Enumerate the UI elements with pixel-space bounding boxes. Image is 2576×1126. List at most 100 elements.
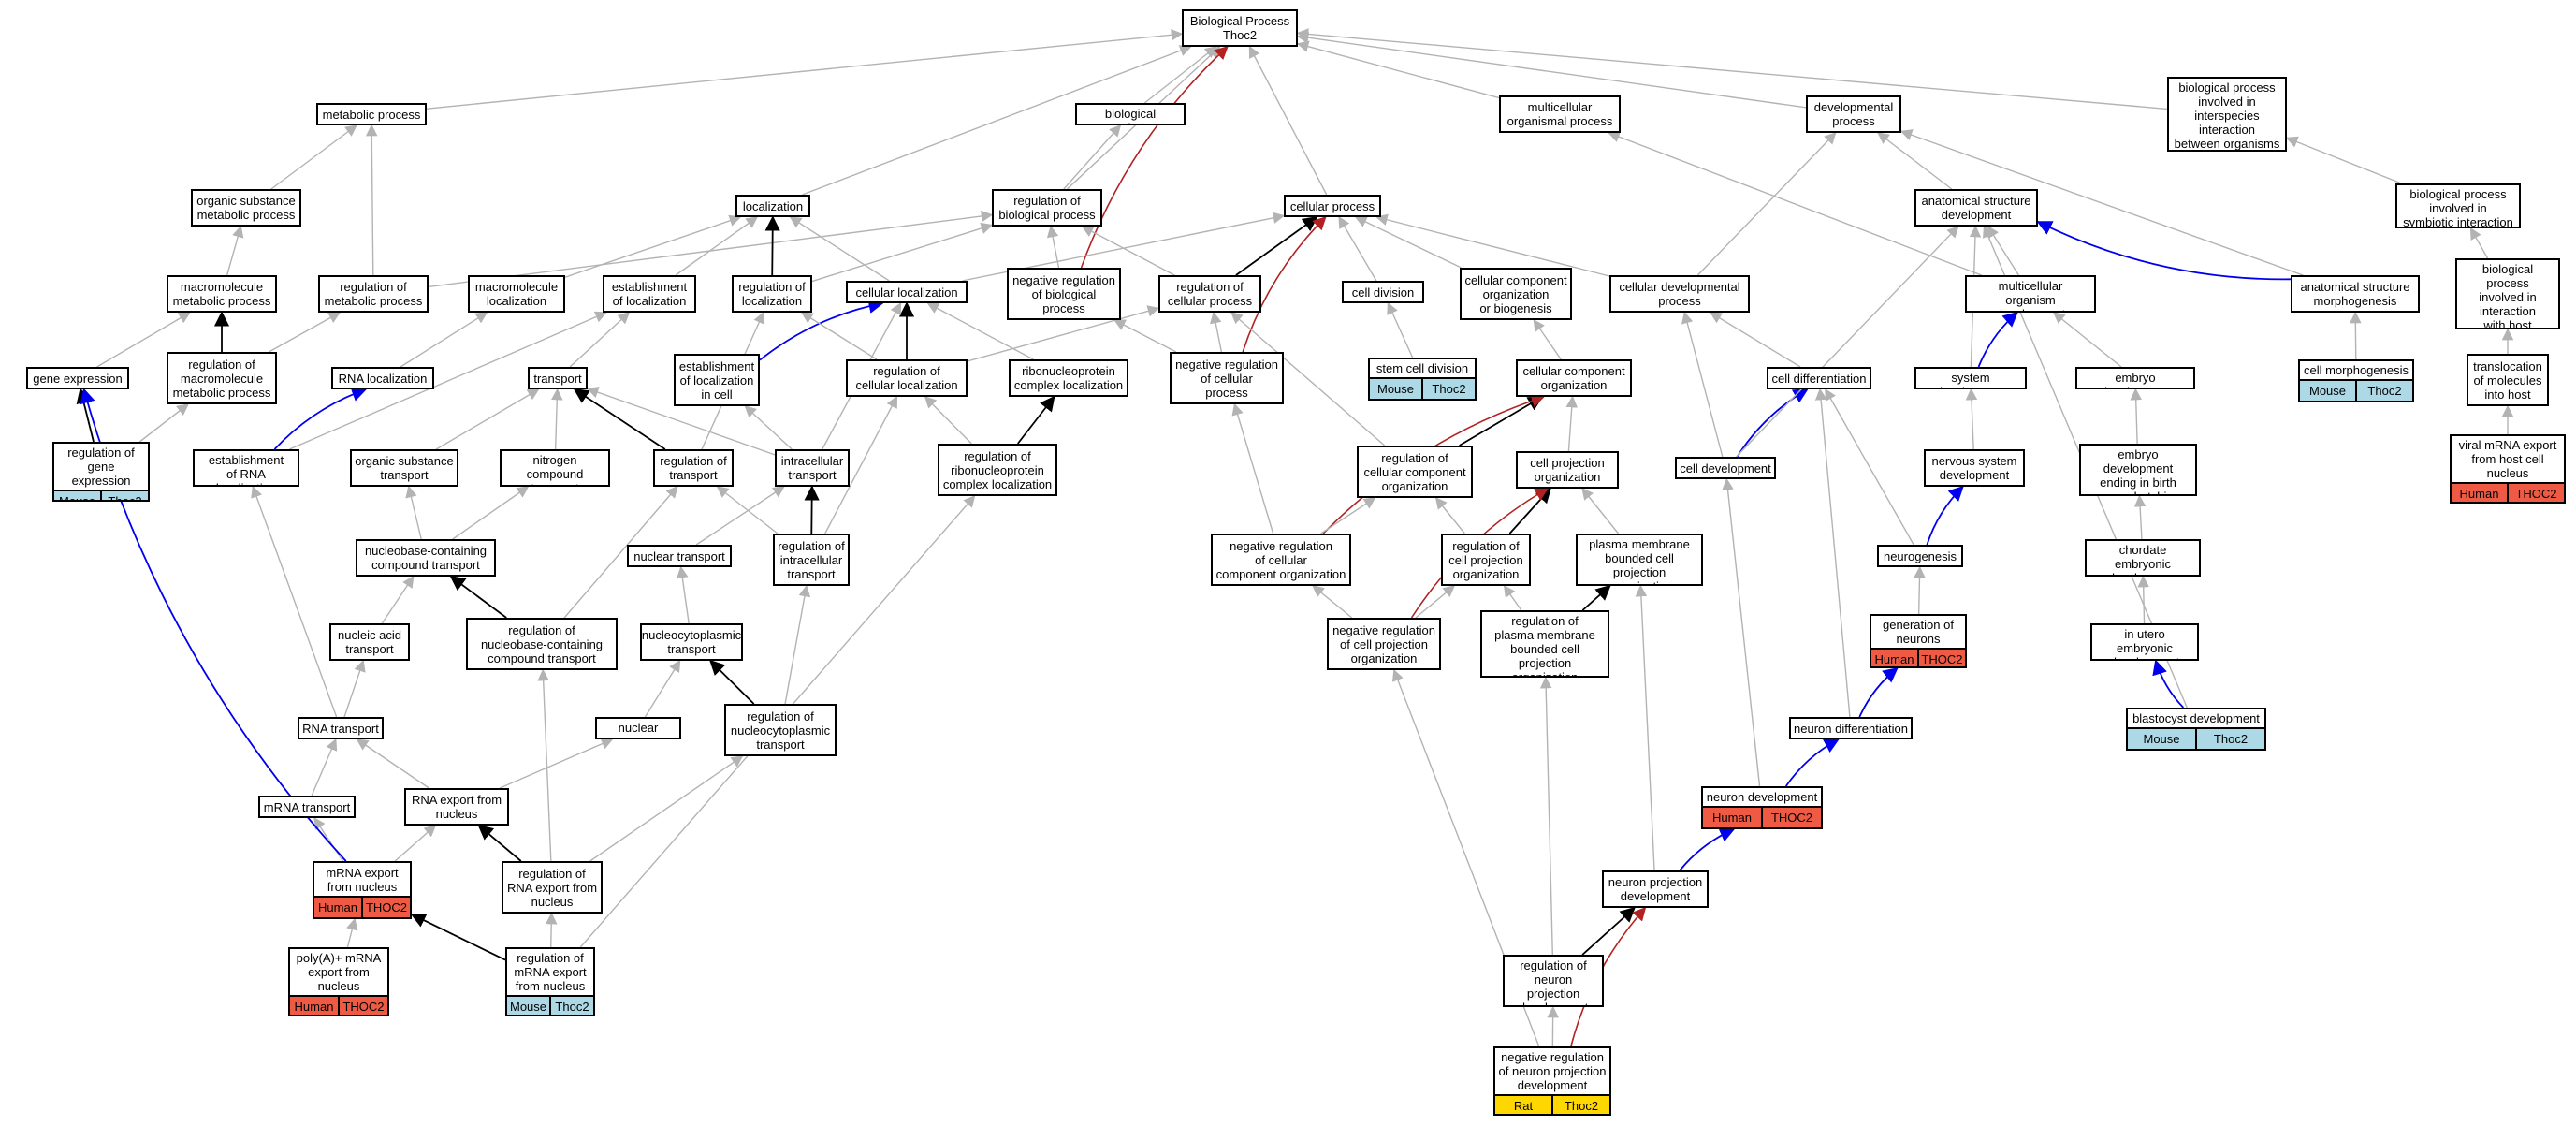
go-term-node-estrnaloc[interactable]: establishment of RNA localization xyxy=(193,449,299,487)
go-term-node-anatdev[interactable]: anatomical structure development xyxy=(1914,189,2038,227)
go-term-label: cellular process xyxy=(1289,198,1375,213)
go-term-node-negregcellproj[interactable]: negative regulation of cell projection o… xyxy=(1327,618,1441,670)
go-term-node-geneexp[interactable]: gene expression xyxy=(26,367,129,389)
go-term-node-rnatrans[interactable]: RNA transport xyxy=(298,717,384,739)
go-term-node-intracell[interactable]: intracellular transport xyxy=(775,449,850,487)
go-term-node-celldiff[interactable]: cell differentiation xyxy=(1767,367,1871,389)
go-term-node-transport[interactable]: transport xyxy=(528,367,588,389)
species-badge: Human xyxy=(1871,650,1919,666)
go-term-node-nuclexport[interactable]: nuclear export xyxy=(595,717,681,739)
go-term-node-neurondiff[interactable]: neuron differentiation xyxy=(1789,717,1913,739)
go-term-node-negregbio[interactable]: negative regulation of biological proces… xyxy=(1007,268,1121,320)
go-term-node-embryoend[interactable]: embryo development ending in birth or eg… xyxy=(2079,444,2197,496)
go-term-node-nitrogen[interactable]: nitrogen compound transport xyxy=(500,449,610,487)
edge-estloc-to-localization xyxy=(675,216,759,276)
go-term-node-hostint[interactable]: biological process involved in interacti… xyxy=(2455,258,2560,329)
go-term-node-regcellloc[interactable]: regulation of cellular localization xyxy=(846,359,968,397)
go-term-node-regnucleocyto[interactable]: regulation of nucleocytoplasmic transpor… xyxy=(724,704,837,756)
go-term-node-metabolic[interactable]: metabolic process xyxy=(316,103,427,125)
go-term-node-regcellprojorg[interactable]: regulation of cell projection organizati… xyxy=(1441,534,1531,586)
go-term-node-macromet[interactable]: macromolecule metabolic process xyxy=(167,275,277,313)
edge-multiorg-to-root xyxy=(1296,40,1500,99)
go-term-node-regrnp[interactable]: regulation of ribonucleoprotein complex … xyxy=(938,444,1057,496)
go-term-node-orgsub[interactable]: organic substance metabolic process xyxy=(191,189,301,227)
edge-nucleobase-to-orgsubtrans xyxy=(405,485,422,540)
go-term-node-symbiotic[interactable]: biological process involved in symbiotic… xyxy=(2395,183,2521,228)
go-term-node-regloc[interactable]: regulation of localization xyxy=(732,275,812,313)
go-term-label: negative regulation of biological proces… xyxy=(1012,272,1115,315)
go-term-node-plasma[interactable]: plasma membrane bounded cell projection … xyxy=(1576,534,1703,586)
go-term-node-regcell[interactable]: regulation of cellular process xyxy=(1158,275,1261,313)
go-term-node-regneuronproj[interactable]: regulation of neuron projection developm… xyxy=(1503,955,1604,1007)
go-term-node-regccorg[interactable]: regulation of cellular component organiz… xyxy=(1357,446,1473,498)
go-term-node-devproc[interactable]: developmental process xyxy=(1806,95,1901,133)
go-term-node-regnucleobase[interactable]: regulation of nucleobase-containing comp… xyxy=(466,618,618,670)
go-term-node-nucleobase[interactable]: nucleobase-containing compound transport xyxy=(356,539,496,577)
edge-nuclexport-to-nucleocyto xyxy=(644,659,681,718)
go-term-node-interspecies[interactable]: biological process involved in interspec… xyxy=(2167,77,2287,152)
go-term-node-viral[interactable]: viral mRNA export from host cell nucleus… xyxy=(2450,434,2566,504)
go-term-node-chordate[interactable]: chordate embryonic development xyxy=(2085,539,2201,577)
go-term-node-inutero[interactable]: in utero embryonic development xyxy=(2090,623,2199,661)
go-term-node-ccorg[interactable]: cellular component organization or bioge… xyxy=(1460,268,1572,320)
go-term-node-celldiv[interactable]: cell division xyxy=(1342,281,1424,303)
go-term-node-nucleocyto[interactable]: nucleocytoplasmic transport xyxy=(640,623,743,661)
go-term-node-multiorg[interactable]: multicellular organismal process xyxy=(1499,95,1621,133)
go-term-node-rnaexport[interactable]: RNA export from nucleus xyxy=(404,788,509,826)
edge-regccorg-to-ccorgan xyxy=(1459,396,1544,446)
species-badge: Human xyxy=(314,898,363,917)
go-term-node-rnaloc[interactable]: RNA localization xyxy=(331,367,434,389)
species-badge: Mouse xyxy=(507,997,551,1015)
go-term-node-multidev[interactable]: multicellular organism development xyxy=(1965,275,2096,313)
go-term-node-ccorgan[interactable]: cellular component organization xyxy=(1516,359,1632,397)
go-term-node-cellloc[interactable]: cellular localization xyxy=(846,281,968,303)
go-term-node-nucleartrans[interactable]: nuclear transport xyxy=(627,545,732,567)
go-term-node-estloc[interactable]: establishment of localization xyxy=(603,275,696,313)
go-term-node-neuronproj[interactable]: neuron projection development xyxy=(1602,870,1709,908)
go-term-node-regbio[interactable]: regulation of biological process xyxy=(992,189,1102,227)
go-term-node-embryodev[interactable]: embryo development xyxy=(2075,367,2195,389)
go-term-node-estlocincell[interactable]: establishment of localization in cell xyxy=(674,354,760,406)
go-term-label: neuron projection development xyxy=(1608,875,1703,903)
go-term-node-regtrans[interactable]: regulation of transport xyxy=(653,449,734,487)
go-term-node-regplasma[interactable]: regulation of plasma membrane bounded ce… xyxy=(1480,610,1609,678)
go-term-node-negregneuronproj[interactable]: negative regulation of neuron projection… xyxy=(1493,1046,1611,1116)
go-term-node-regintracell[interactable]: regulation of intracellular transport xyxy=(773,534,850,586)
go-term-node-rnpcomplex[interactable]: ribonucleoprotein complex localization xyxy=(1009,359,1128,397)
go-term-node-mrnatrans[interactable]: mRNA transport xyxy=(258,796,356,818)
go-term-node-bioreg[interactable]: biological regulation xyxy=(1075,103,1186,125)
go-term-node-cellproc[interactable]: cellular process xyxy=(1284,195,1381,217)
go-term-node-orgsubtrans[interactable]: organic substance transport xyxy=(350,449,458,487)
edge-regnucleocyto-to-nucleocyto xyxy=(709,659,755,705)
go-term-node-sysdev[interactable]: system development xyxy=(1914,367,2027,389)
go-term-label: biological process involved in symbiotic… xyxy=(2403,187,2513,228)
go-term-node-neurogenesis[interactable]: neurogenesis xyxy=(1877,545,1963,567)
go-term-node-celldev[interactable]: cell development xyxy=(1675,457,1776,479)
go-term-node-anatmorph[interactable]: anatomical structure morphogenesis xyxy=(2291,275,2420,313)
go-term-node-macroloc[interactable]: macromolecule localization xyxy=(468,275,565,313)
go-term-node-translocation[interactable]: translocation of molecules into host xyxy=(2467,354,2549,406)
go-term-node-nervous[interactable]: nervous system development xyxy=(1924,449,2025,487)
go-term-node-celldevproc[interactable]: cellular developmental process xyxy=(1609,275,1750,313)
go-term-node-negregccorg[interactable]: negative regulation of cellular componen… xyxy=(1211,534,1351,586)
go-term-node-nucleic[interactable]: nucleic acid transport xyxy=(329,623,410,661)
go-term-node-regmet[interactable]: regulation of metabolic process xyxy=(318,275,429,313)
go-term-label: cell morphogenesis xyxy=(2303,363,2409,377)
edge-orgsubtrans-to-transport xyxy=(435,388,540,450)
go-term-node-root[interactable]: Biological Process Thoc2 xyxy=(1182,9,1298,47)
go-term-node-regmacro[interactable]: regulation of macromolecule metabolic pr… xyxy=(167,352,277,404)
go-term-node-negregcell[interactable]: negative regulation of cellular process xyxy=(1170,352,1284,404)
go-term-node-regrnaexport[interactable]: regulation of RNA export from nucleus xyxy=(502,861,603,914)
go-term-node-cellprojorg[interactable]: cell projection organization xyxy=(1516,451,1619,489)
go-term-node-localization[interactable]: localization xyxy=(735,195,810,217)
